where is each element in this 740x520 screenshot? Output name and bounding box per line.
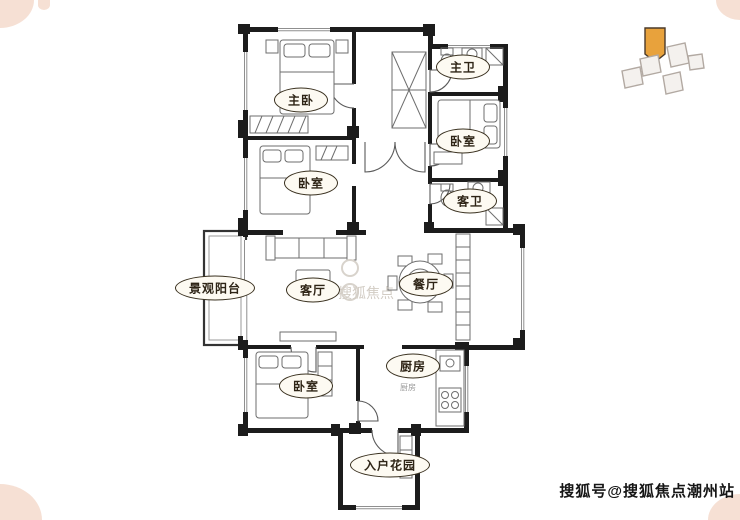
room-badge-living-room: 客厅 bbox=[285, 277, 341, 303]
center-watermark-text: 搜狐焦点 bbox=[338, 286, 394, 302]
room-badge-balcony: 景观阳台 bbox=[174, 275, 256, 301]
master-bedroom-furniture bbox=[249, 39, 349, 134]
highlighted-unit bbox=[644, 27, 666, 63]
living-room-furniture bbox=[265, 235, 357, 342]
center-watermark: 搜狐焦点 bbox=[338, 259, 394, 302]
site-key-plan bbox=[621, 27, 705, 95]
room-badge-dining-room: 餐厅 bbox=[398, 271, 454, 297]
kitchen-furniture bbox=[435, 349, 465, 427]
building-footprint bbox=[666, 42, 690, 68]
building-footprint bbox=[621, 66, 644, 89]
room-badge-bedroom-2: 卧室 bbox=[283, 170, 339, 196]
kitchen-sub-label: 厨房 bbox=[400, 382, 416, 392]
room-badge-guest-bath: 客卫 bbox=[442, 188, 498, 214]
building-footprint bbox=[687, 53, 705, 71]
building-footprint bbox=[639, 54, 662, 77]
room-badge-bedroom-3: 卧室 bbox=[278, 373, 334, 399]
room-badge-bedroom-1: 卧室 bbox=[435, 128, 491, 154]
room-badge-entry-garden: 入户花园 bbox=[349, 452, 431, 478]
building-footprint bbox=[662, 71, 684, 95]
watermark-bottom-right: 搜狐号@搜狐焦点潮州站 bbox=[559, 483, 735, 500]
corner-decoration-top-left-dot bbox=[38, 0, 50, 10]
room-badge-master-bath: 主卫 bbox=[435, 54, 491, 80]
room-badge-kitchen: 厨房 bbox=[385, 353, 441, 379]
corridor-closet bbox=[391, 51, 427, 129]
room-badge-master-bedroom: 主卧 bbox=[273, 87, 329, 113]
columns bbox=[238, 24, 525, 436]
